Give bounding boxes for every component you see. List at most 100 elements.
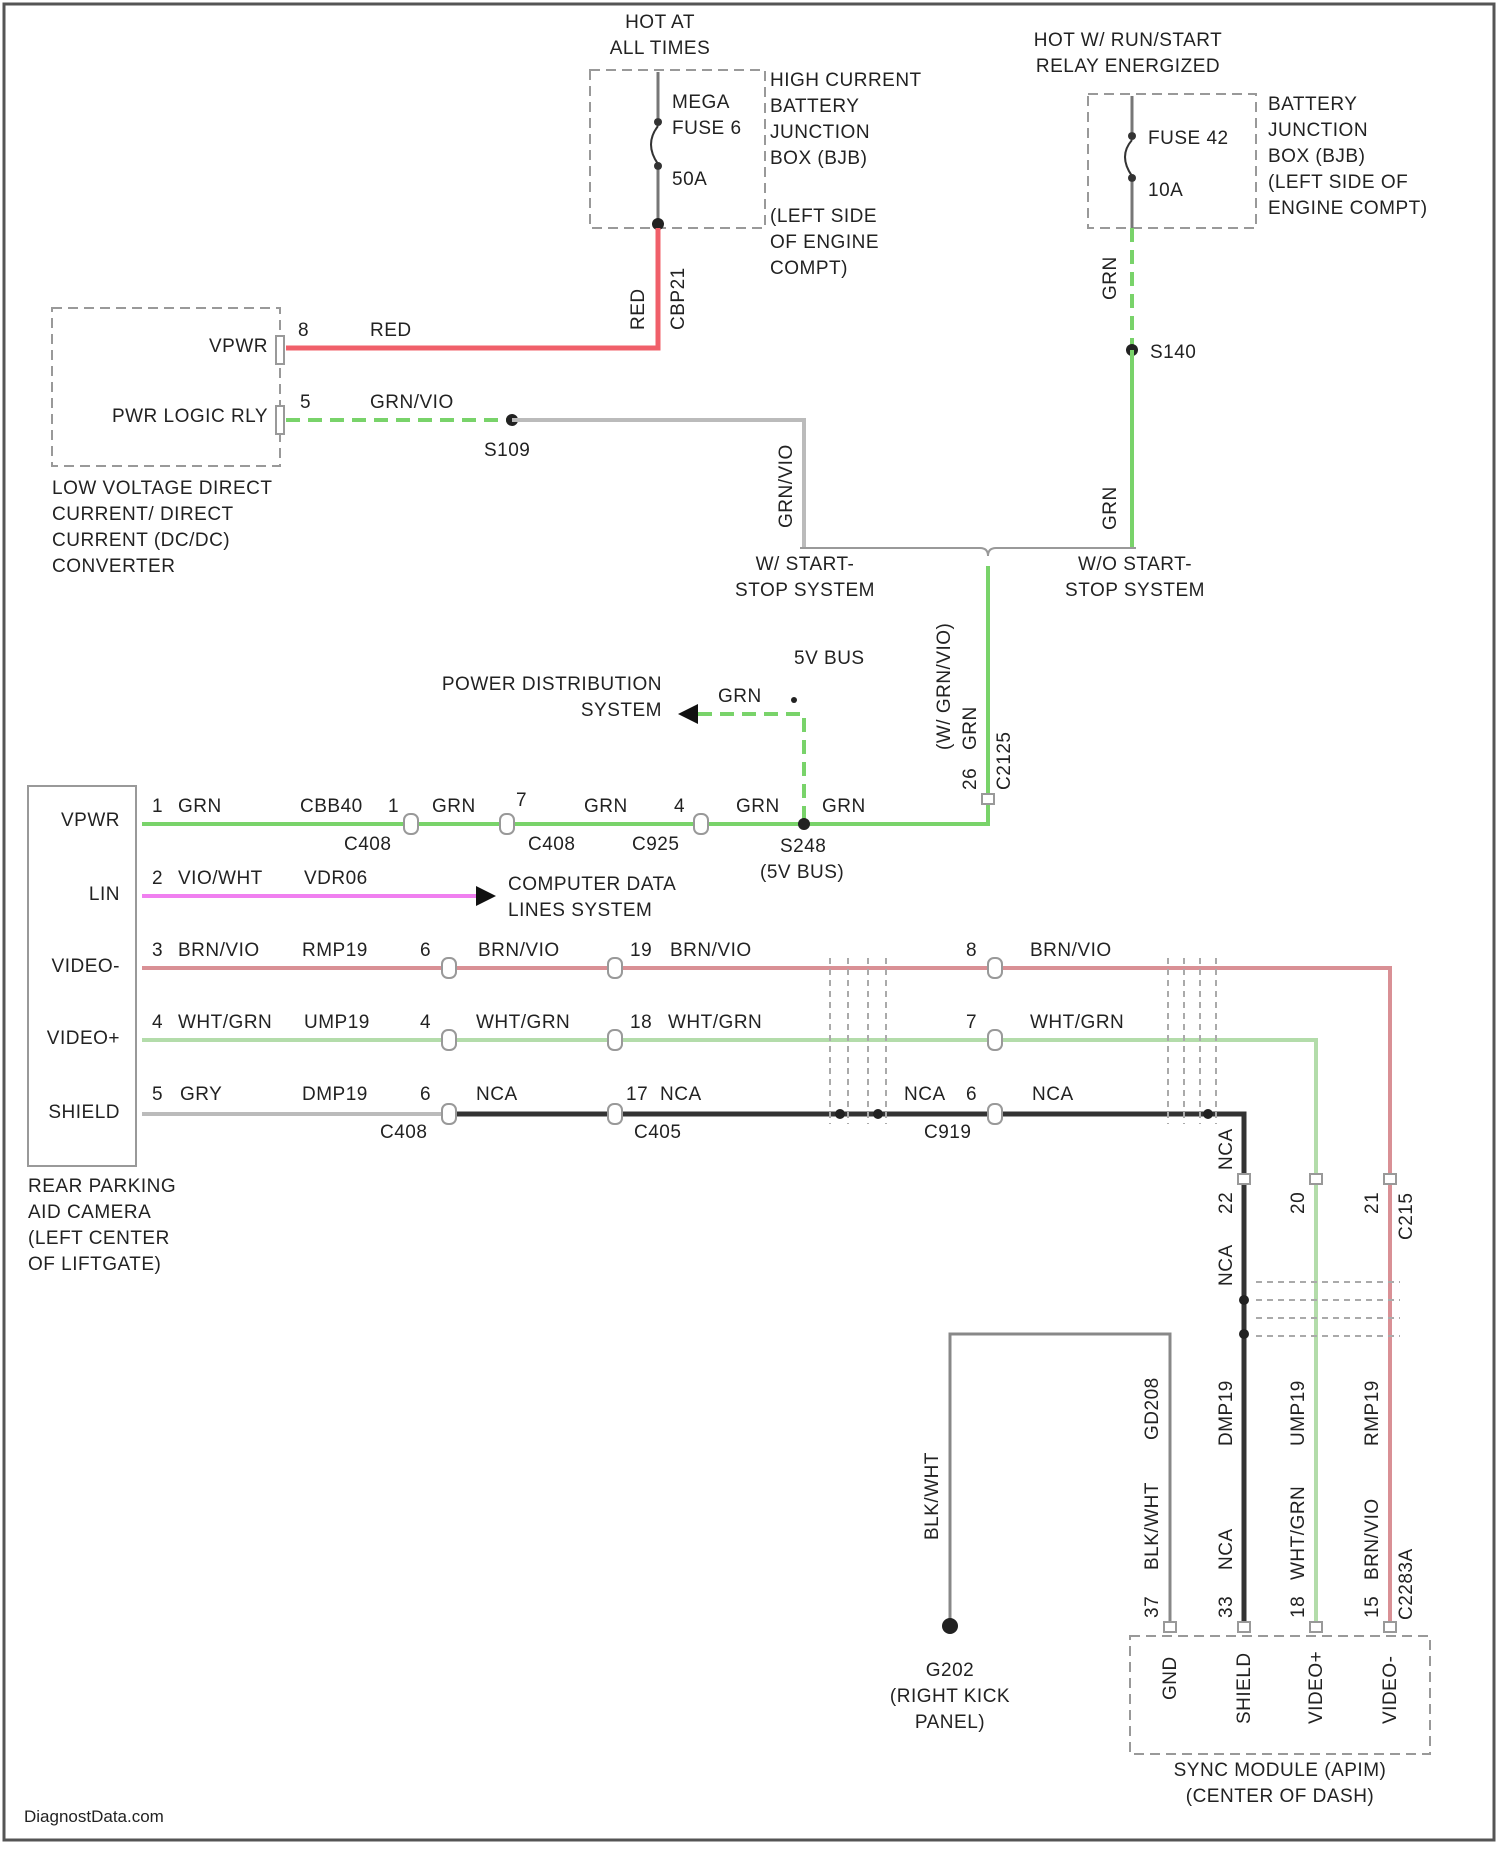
camera-vm-color: BRN/VIO xyxy=(178,940,260,961)
with-ss-2: STOP SYSTEM xyxy=(735,580,875,601)
sync-num-gnd: 37 xyxy=(1142,1596,1163,1618)
row1-splice-sub: (5V BUS) xyxy=(760,862,844,883)
hot-run-start-2: RELAY ENERGIZED xyxy=(1036,56,1220,77)
ground-loc-2: PANEL) xyxy=(915,1712,985,1733)
row1-c408-num: 1 xyxy=(388,796,399,817)
lin-label-1: COMPUTER DATA xyxy=(508,874,676,895)
bjb-label-1: BATTERY xyxy=(1268,94,1357,115)
sync-conn: C2283A xyxy=(1396,1548,1417,1620)
down-nca: NCA xyxy=(1216,1128,1237,1170)
hcbjb-label-4: BOX (BJB) xyxy=(770,148,867,169)
row1-c408: C408 xyxy=(344,834,391,855)
camera-pin-shield: SHIELD xyxy=(48,1102,120,1123)
ground-label: G202 xyxy=(926,1660,974,1681)
branch-vert-wire-1: (W/ GRN/VIO) xyxy=(934,623,955,750)
sync-num-shield: 33 xyxy=(1216,1596,1237,1618)
sync-num-vm: 15 xyxy=(1362,1596,1383,1618)
camera-pin-lin: LIN xyxy=(89,884,120,905)
sh-wire-1: NCA xyxy=(476,1084,518,1105)
camera-pin-video-minus: VIDEO- xyxy=(52,956,120,977)
vm-num-2: 19 xyxy=(630,940,652,961)
down-num-1: 22 xyxy=(1216,1192,1237,1214)
ground-wire-label: BLK/WHT xyxy=(922,1452,943,1540)
bjb-label-4: (LEFT SIDE OF xyxy=(1268,172,1408,193)
sync-pin-gnd: GND xyxy=(1160,1656,1181,1700)
camera-vp-color: WHT/GRN xyxy=(178,1012,272,1033)
footer-watermark: DiagnostData.com xyxy=(24,1807,164,1826)
down-nca-2: NCA xyxy=(1216,1244,1237,1286)
down-conn: C215 xyxy=(1396,1193,1417,1240)
converter-box xyxy=(52,308,280,466)
fuse-42-amp: 10A xyxy=(1148,180,1183,201)
sync-wire-vm: BRN/VIO xyxy=(1362,1498,1383,1580)
pds-label-1: POWER DISTRIBUTION xyxy=(442,674,662,695)
red-vert-circuit: CBP21 xyxy=(668,267,689,330)
camera-label-4: OF LIFTGATE) xyxy=(28,1254,161,1275)
camera-sh-color: GRY xyxy=(180,1084,222,1105)
ground-wire xyxy=(950,1334,1170,1626)
vm-num-1: 6 xyxy=(420,940,431,961)
hcbjb-label-7: COMPT) xyxy=(770,258,848,279)
pds-wire-label: GRN xyxy=(718,686,762,707)
splice-s109: S109 xyxy=(484,440,530,461)
grn-vert-label: GRN xyxy=(1100,256,1121,300)
vp-wire-1: WHT/GRN xyxy=(476,1012,570,1033)
row1-wire3: GRN xyxy=(736,796,780,817)
branch-vert-conn: C2125 xyxy=(994,732,1015,791)
sync-wire-vp: WHT/GRN xyxy=(1288,1486,1309,1580)
sync-module: GND SHIELD VIDEO+ VIDEO- SYNC MODULE (AP… xyxy=(1130,1622,1430,1807)
without-ss-2: STOP SYSTEM xyxy=(1065,580,1205,601)
row1-wire1: GRN xyxy=(432,796,476,817)
vm-wire-3: BRN/VIO xyxy=(1030,940,1112,961)
splice-s140: S140 xyxy=(1150,342,1196,363)
camera-vp-num: 4 xyxy=(152,1012,163,1033)
hcbjb-label-5: (LEFT SIDE xyxy=(770,206,877,227)
converter-logic-wire: GRN/VIO xyxy=(370,392,454,413)
down-num-3: 21 xyxy=(1362,1192,1383,1214)
sync-circuit-vm: RMP19 xyxy=(1362,1380,1383,1446)
sync-circuit-shield: DMP19 xyxy=(1216,1380,1237,1446)
mega-fuse-label-2: FUSE 6 xyxy=(672,118,742,139)
converter-label-1: LOW VOLTAGE DIRECT xyxy=(52,478,273,499)
fuse-42-label: FUSE 42 xyxy=(1148,128,1229,149)
row1-c925: C925 xyxy=(632,834,679,855)
camera-label-3: (LEFT CENTER xyxy=(28,1228,170,1249)
converter-label-4: CONVERTER xyxy=(52,556,175,577)
row1-splice: S248 xyxy=(780,836,826,857)
row1-c408b: C408 xyxy=(528,834,575,855)
grnvio-vert-label: GRN/VIO xyxy=(776,444,797,528)
lin-arrow-icon xyxy=(476,886,496,906)
high-current-bjb: HOT AT ALL TIMES MEGA FUSE 6 50A HIGH CU… xyxy=(590,12,922,279)
dcdc-converter: VPWR PWR LOGIC RLY LOW VOLTAGE DIRECT CU… xyxy=(52,308,284,577)
camera-pin-vpwr: VPWR xyxy=(61,810,120,831)
row1-wire2: GRN xyxy=(584,796,628,817)
c215-connectors xyxy=(1238,1174,1396,1184)
bjb-box xyxy=(1088,94,1256,228)
lin-label-2: LINES SYSTEM xyxy=(508,900,652,921)
sync-wire-gnd: BLK/WHT xyxy=(1142,1482,1163,1570)
hcbjb-label-3: JUNCTION xyxy=(770,122,870,143)
page-border xyxy=(4,4,1494,1840)
shield-wire xyxy=(442,1114,1244,1624)
mega-fuse-icon xyxy=(651,126,658,164)
hot-at-all-times-1: HOT AT xyxy=(625,12,695,33)
ground-loc-1: (RIGHT KICK xyxy=(890,1686,1010,1707)
bjb-label-5: ENGINE COMPT) xyxy=(1268,198,1428,219)
hcbjb-label-6: OF ENGINE xyxy=(770,232,879,253)
vm-wire-1: BRN/VIO xyxy=(478,940,560,961)
camera-sh-num: 5 xyxy=(152,1084,163,1105)
vm-wire-2: BRN/VIO xyxy=(670,940,752,961)
video-minus-wire xyxy=(142,968,1390,1624)
grn-vio-wire xyxy=(512,420,804,548)
sync-pin-vm: VIDEO- xyxy=(1380,1656,1401,1724)
sh-wire-3: NCA xyxy=(904,1084,946,1105)
row1-c925-num: 4 xyxy=(674,796,685,817)
row1-c408b-num: 7 xyxy=(516,790,527,811)
sh-num-2: 17 xyxy=(626,1084,648,1105)
pds-label-2: SYSTEM xyxy=(581,700,662,721)
converter-logic-pin: PWR LOGIC RLY xyxy=(112,406,268,427)
branch-vert-num: 26 xyxy=(960,768,981,790)
hcbjb-label-1: HIGH CURRENT xyxy=(770,70,922,91)
